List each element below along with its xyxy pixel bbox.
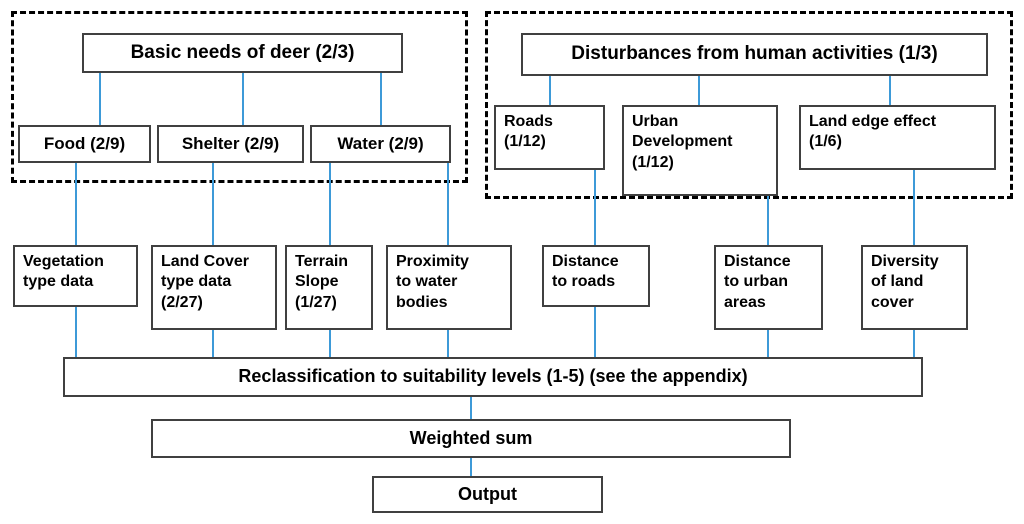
node-food[interactable]: Food (2/9) [18, 125, 151, 163]
node-proximity-to-water-bodies[interactable]: Proximity to water bodies [386, 245, 512, 330]
node-disturbances[interactable]: Disturbances from human activities (1/3) [521, 33, 988, 76]
node-disturbances-label: Disturbances from human activities (1/3) [571, 43, 938, 65]
node-land-cover-type-data-label: Land Cover type data (2/27) [161, 253, 250, 311]
node-weighted-sum[interactable]: Weighted sum [151, 419, 791, 458]
node-terrain-slope-label: Terrain Slope (1/27) [295, 253, 349, 311]
node-reclassification[interactable]: Reclassification to suitability levels (… [63, 357, 923, 397]
node-basic-needs-label: Basic needs of deer (2/3) [130, 41, 355, 63]
node-urban-development-label: Urban Development (1/12) [632, 113, 733, 171]
node-roads[interactable]: Roads (1/12) [494, 105, 605, 170]
connector-shelter-terrainslope [329, 162, 331, 245]
node-output[interactable]: Output [372, 476, 603, 513]
connector-disturbances-roads [549, 75, 551, 106]
connector-basicneeds-food [99, 72, 101, 126]
node-water-label: Water (2/9) [337, 134, 424, 154]
connector-distanceroads-reclass [594, 307, 596, 357]
node-diversity-of-land-cover[interactable]: Diversity of land cover [861, 245, 968, 330]
connector-landcover-reclass [212, 330, 214, 357]
node-basic-needs[interactable]: Basic needs of deer (2/3) [82, 33, 403, 73]
node-water[interactable]: Water (2/9) [310, 125, 451, 163]
connector-shelter-landcover [212, 162, 214, 245]
node-terrain-slope[interactable]: Terrain Slope (1/27) [285, 245, 373, 330]
connector-terrainslope-reclass [329, 330, 331, 357]
connector-weightedsum-output [470, 457, 472, 477]
node-roads-label: Roads (1/12) [504, 113, 553, 151]
connector-urban-distanceurban [767, 195, 769, 245]
connector-proximity-reclass [447, 330, 449, 357]
node-shelter-label: Shelter (2/9) [181, 134, 280, 154]
node-food-label: Food (2/9) [43, 134, 126, 154]
node-proximity-to-water-bodies-label: Proximity to water bodies [396, 253, 469, 311]
connector-disturbances-urban [698, 75, 700, 106]
disturbances-group-box [485, 11, 1013, 199]
node-land-edge-effect-label: Land edge effect (1/6) [809, 113, 937, 151]
node-distance-to-roads-label: Distance to roads [552, 253, 619, 291]
connector-basicneeds-shelter [242, 72, 244, 126]
node-output-label: Output [458, 483, 517, 504]
node-distance-to-roads[interactable]: Distance to roads [542, 245, 650, 307]
connector-roads-distanceroads [594, 169, 596, 245]
node-vegetation-type-data[interactable]: Vegetation type data [13, 245, 138, 307]
node-land-cover-type-data[interactable]: Land Cover type data (2/27) [151, 245, 277, 330]
connector-distanceurban-reclass [767, 330, 769, 357]
basic-needs-group-box [11, 11, 468, 183]
node-land-edge-effect[interactable]: Land edge effect (1/6) [799, 105, 996, 170]
node-diversity-of-land-cover-label: Diversity of land cover [871, 253, 939, 311]
connector-vegetation-reclass [75, 307, 77, 357]
node-urban-development[interactable]: Urban Development (1/12) [622, 105, 778, 196]
node-reclassification-label: Reclassification to suitability levels (… [238, 366, 748, 387]
node-vegetation-type-data-label: Vegetation type data [23, 253, 104, 291]
connector-food-vegetation [75, 162, 77, 245]
node-distance-to-urban-areas-label: Distance to urban areas [724, 253, 791, 311]
node-shelter[interactable]: Shelter (2/9) [157, 125, 304, 163]
connector-landedge-diversity [913, 169, 915, 245]
node-weighted-sum-label: Weighted sum [409, 427, 533, 448]
connector-reclass-weightedsum [470, 396, 472, 420]
connector-basicneeds-water [380, 72, 382, 126]
connector-water-proximity [447, 162, 449, 245]
node-distance-to-urban-areas[interactable]: Distance to urban areas [714, 245, 823, 330]
connector-diversity-reclass [913, 330, 915, 357]
connector-disturbances-landedge [889, 75, 891, 106]
